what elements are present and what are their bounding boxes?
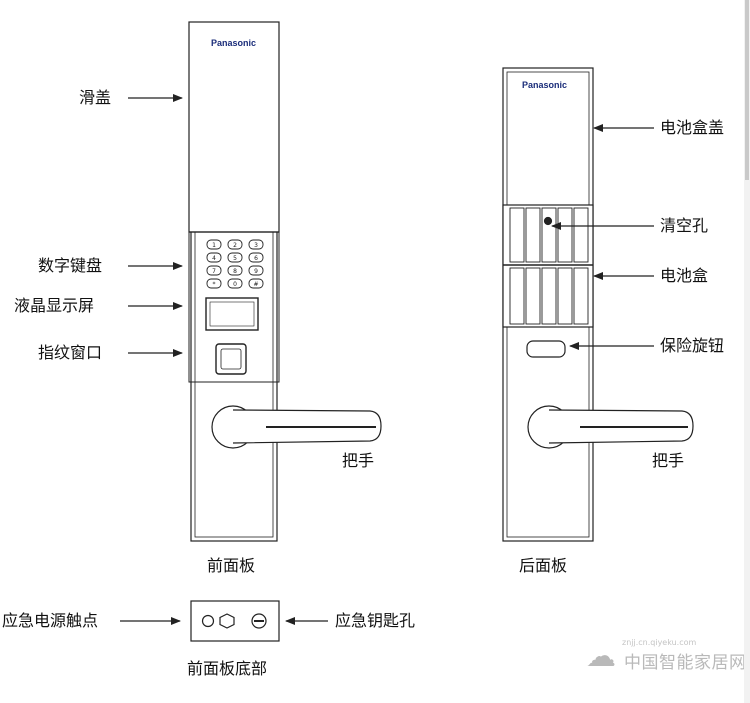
safety-knob-shape (526, 340, 566, 358)
label-emergency-power: 应急电源触点 (2, 611, 99, 630)
keypad-key-label: 7 (212, 268, 216, 275)
power-contact-2 (219, 613, 235, 629)
label-keypad: 数字键盘 (38, 256, 103, 275)
keypad-key (248, 278, 264, 289)
battery-box-frame (502, 204, 594, 328)
lcd-screen (205, 297, 259, 331)
watermark-text: 中国智能家居网 (624, 653, 747, 673)
label-safety-knob: 保险旋钮 (660, 336, 725, 355)
scrollbar[interactable] (744, 0, 750, 703)
scrollbar-thumb[interactable] (745, 0, 749, 180)
back-brand-logo: Panasonic (522, 80, 567, 90)
keypad-key (206, 265, 222, 276)
keypad-key (248, 239, 264, 250)
keypad-key-label: 4 (212, 255, 216, 262)
keypad-key-label: * (213, 281, 216, 288)
keypad-key-label: 3 (254, 242, 258, 249)
power-contact-1 (201, 614, 215, 628)
keypad-key-label: 0 (233, 281, 237, 288)
front-control-area (188, 231, 280, 383)
watermark-url: znjj.cn.qiyeku.com (622, 638, 697, 647)
keypad-key (227, 252, 243, 263)
label-front-handle: 把手 (342, 451, 375, 470)
keypad-key (206, 278, 222, 289)
fingerprint-window-shape (215, 343, 247, 375)
label-slide-cover: 滑盖 (79, 88, 112, 107)
watermark: ☁ znjj.cn.qiyeku.com 中国智能家居网 (586, 638, 747, 674)
keypad: 1 2 3 4 5 6 7 8 9 * 0 # (206, 239, 264, 289)
battery-cells (509, 207, 589, 325)
keypad-key-label: # (253, 281, 258, 288)
clear-hole-dot (543, 216, 553, 226)
keypad-key-label: 1 (212, 242, 216, 249)
keypad-key (248, 252, 264, 263)
label-lcd: 液晶显示屏 (14, 296, 95, 315)
keypad-key-label: 2 (233, 242, 237, 249)
leader-arrows (120, 94, 654, 625)
label-emergency-keyhole: 应急钥匙孔 (335, 611, 416, 630)
keypad-key-label: 5 (233, 255, 237, 262)
label-battery-box: 电池盒 (660, 266, 709, 285)
keypad-key (206, 239, 222, 250)
slide-cover-panel (188, 21, 280, 233)
back-panel (502, 67, 694, 542)
emergency-keyhole (251, 613, 267, 629)
caption-front-panel: 前面板 (207, 556, 256, 575)
keypad-key (227, 239, 243, 250)
keypad-key (248, 265, 264, 276)
label-fingerprint: 指纹窗口 (38, 343, 103, 362)
front-bottom-plate (190, 600, 280, 642)
keypad-key-label: 9 (254, 268, 258, 275)
keypad-key-label: 6 (254, 255, 258, 262)
keypad-key (227, 265, 243, 276)
label-clear-hole: 清空孔 (660, 216, 709, 235)
label-back-handle: 把手 (652, 451, 685, 470)
front-brand-logo: Panasonic (211, 38, 256, 48)
keypad-key (227, 278, 243, 289)
keypad-key-label: 8 (233, 268, 237, 275)
keypad-key (206, 252, 222, 263)
cloud-logo-icon: ☁ (586, 638, 616, 674)
caption-front-bottom: 前面板底部 (187, 659, 268, 678)
label-battery-cover: 电池盒盖 (660, 118, 725, 137)
caption-back-panel: 后面板 (519, 556, 568, 575)
